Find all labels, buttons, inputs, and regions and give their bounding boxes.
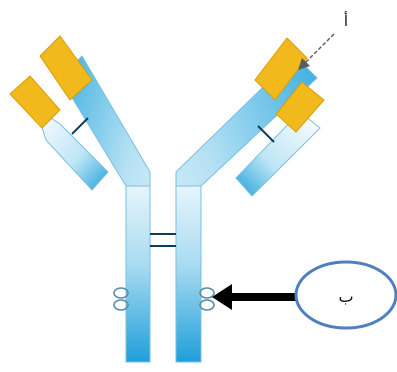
heavy-chain-right-stem	[175, 185, 202, 363]
light-chain-left	[35, 106, 109, 191]
hinge-bonds	[150, 233, 176, 247]
heavy-chains	[59, 55, 318, 363]
carbohydrate-loop-right-lower	[199, 299, 215, 311]
pointer-b-shaft	[228, 293, 296, 301]
antigen-binding-tip-light-left	[9, 75, 61, 129]
heavy-chain-left-stem	[125, 185, 151, 363]
disulfide-bonds-arms	[71, 117, 275, 143]
carbohydrate-loop-left-upper	[113, 287, 129, 299]
pointer-a-line	[303, 33, 335, 65]
light-chain-right	[235, 111, 321, 197]
carbohydrate-loop-left-lower	[113, 299, 129, 311]
antigen-binding-tip-heavy-right	[254, 37, 308, 101]
label-b: ب	[338, 287, 353, 306]
heavy-chain-tips	[39, 35, 308, 101]
carbohydrate-loop-right-upper	[199, 287, 215, 299]
label-a: أ	[344, 11, 348, 30]
antigen-binding-tip-light-right	[275, 81, 325, 133]
antigen-binding-tip-heavy-left	[39, 35, 93, 101]
pointer-a-arrowhead	[298, 58, 310, 70]
disulfide-bond-right-arm	[257, 125, 275, 143]
light-chains	[9, 75, 325, 197]
pointer-b-arrowhead	[212, 284, 232, 310]
pointer-a: أ	[298, 11, 348, 70]
pointer-b: ب	[212, 260, 397, 330]
disulfide-bond-left-arm	[71, 117, 89, 135]
callout-ellipse-b	[294, 260, 397, 330]
carbohydrate-loops	[113, 287, 215, 311]
